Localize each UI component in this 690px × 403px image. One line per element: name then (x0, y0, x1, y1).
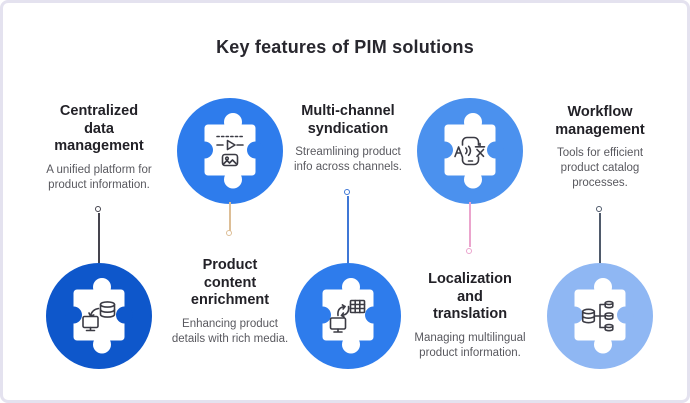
monitor-database-sync-glyph (82, 301, 116, 332)
feature-description: Enhancing product details with rich medi… (171, 317, 289, 345)
translation-puzzle-icon (417, 98, 523, 204)
infographic-title: Key features of PIM solutions (216, 37, 474, 57)
connector-endpoint-dot (466, 248, 473, 254)
connector-line (347, 196, 349, 263)
channel-sync-puzzle-icon (295, 263, 401, 369)
data-sync-puzzle-icon (46, 263, 152, 369)
connector-endpoint-dot (596, 206, 603, 212)
feature-description: Tools for efficient product catalog proc… (556, 147, 644, 189)
connector-line (469, 202, 471, 247)
database-branch-puzzle-icon (547, 263, 653, 369)
catalog-workflow-glyph (581, 300, 614, 332)
feature-description: Streamlining product info across channel… (293, 146, 403, 173)
feature-description: A unified platform for product informati… (46, 163, 152, 191)
connector-endpoint-dot (344, 189, 351, 195)
feature-description: Managing multilingual product informatio… (414, 331, 526, 359)
media-content-puzzle-icon (177, 98, 283, 204)
connector-line (229, 202, 231, 231)
connector-line (98, 213, 100, 263)
language-translate-glyph (454, 136, 486, 166)
connector-endpoint-dot (95, 206, 102, 212)
rich-media-glyph (216, 135, 244, 167)
connector-line (599, 213, 601, 263)
connector-endpoint-dot (226, 230, 233, 236)
monitor-table-sync-glyph (329, 299, 366, 333)
